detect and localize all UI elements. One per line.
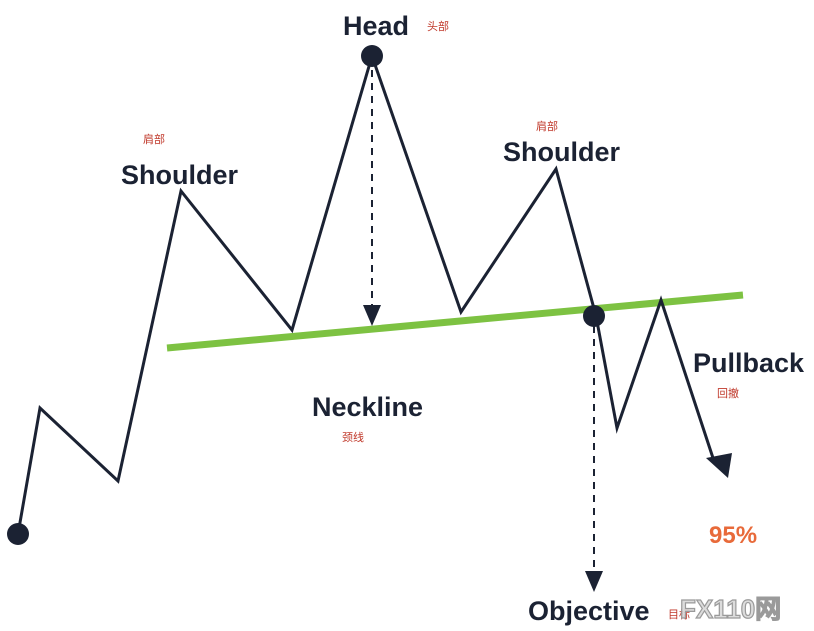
price-path	[16, 51, 715, 536]
left-shoulder-label: Shoulder	[121, 160, 238, 190]
head-point	[361, 45, 383, 67]
objective-label: Objective	[528, 596, 650, 626]
left-shoulder-label-cn: 肩部	[143, 132, 165, 146]
neckline	[166, 291, 744, 352]
breakout-point	[583, 305, 605, 327]
neckline-label: Neckline	[312, 392, 423, 422]
neckline-label-cn: 颈线	[342, 430, 364, 444]
head-measure-arrowhead	[363, 305, 381, 326]
head-label: Head	[343, 11, 409, 41]
objective-measure-arrowhead	[585, 571, 603, 592]
right-shoulder-label: Shoulder	[503, 137, 620, 167]
pullback-label: Pullback	[693, 348, 805, 378]
percentage-label: 95%	[709, 522, 757, 549]
pullback-label-cn: 回撤	[717, 386, 739, 400]
objective-label-cn: 目标	[668, 607, 690, 621]
start-point	[7, 523, 29, 545]
right-shoulder-label-cn: 肩部	[536, 119, 558, 133]
pullback-arrowhead	[706, 453, 732, 478]
watermark: FX110网	[680, 594, 781, 624]
head-label-cn: 头部	[427, 19, 449, 33]
watermark-fill: FX110网	[680, 594, 781, 624]
